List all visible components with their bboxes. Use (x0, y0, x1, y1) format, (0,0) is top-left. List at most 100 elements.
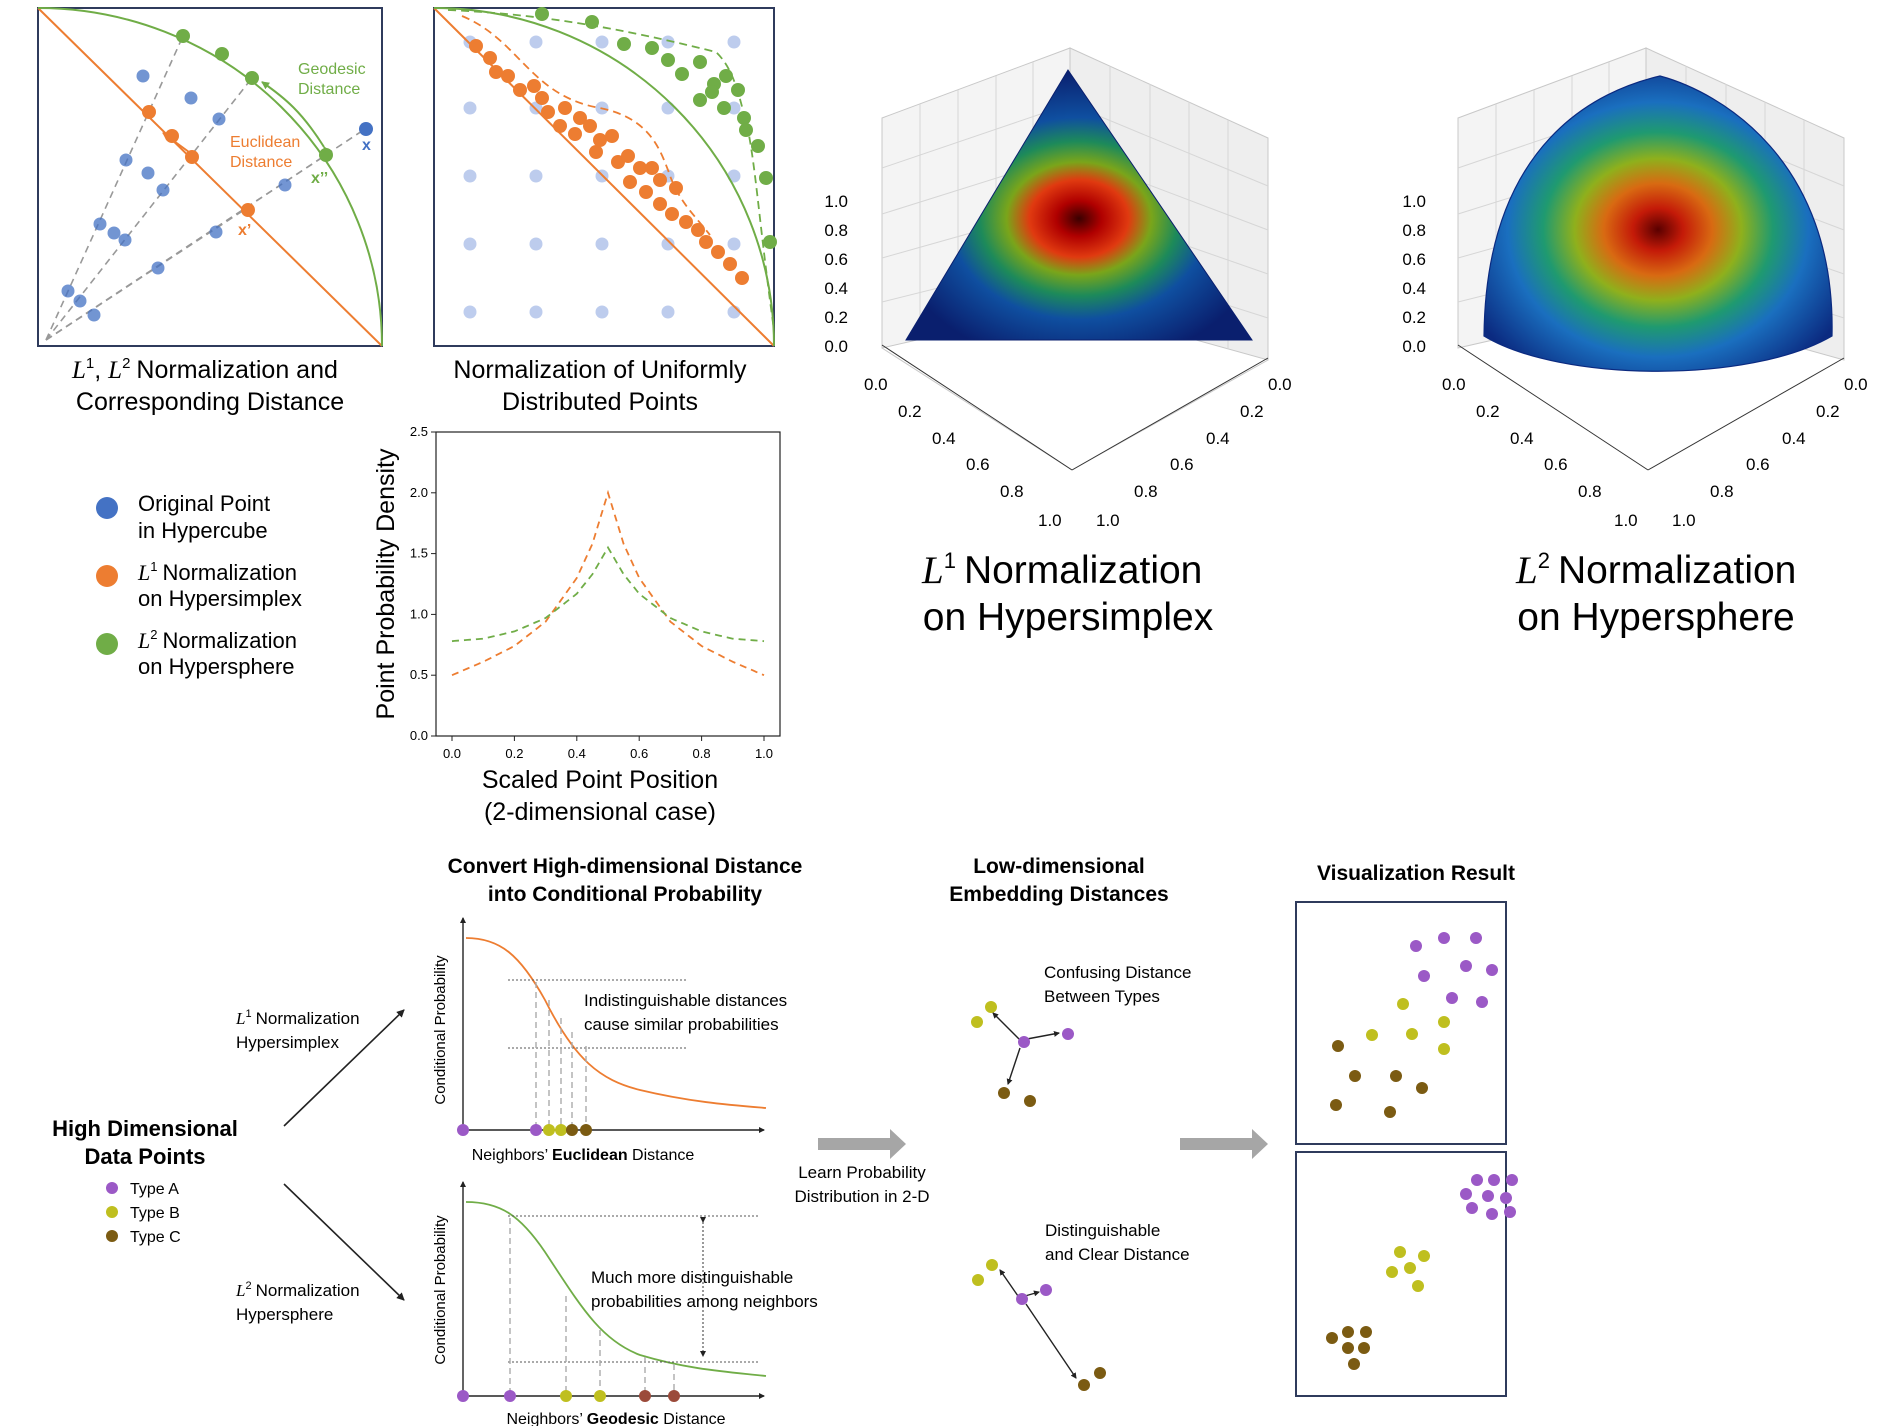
uniform-point (595, 35, 609, 49)
p3r-z-ticks: 1.0 0.8 0.6 0.4 0.2 0.0 (1402, 192, 1426, 356)
type-b-dot (106, 1206, 118, 1218)
y-tick-label: 1.0 (410, 606, 428, 621)
svg-text:0.2: 0.2 (1816, 402, 1840, 421)
result-confusing (1295, 901, 1507, 1145)
l1-simplex-line (37, 7, 383, 347)
svg-text:0.4: 0.4 (1782, 429, 1806, 448)
plot3d-hypersimplex: 1.0 0.8 0.6 0.4 0.2 0.0 0.0 0.2 0.4 0.6 … (824, 47, 1292, 639)
x-tick-label: 0.8 (693, 746, 711, 761)
l1-point (645, 161, 659, 175)
svg-text:0.8: 0.8 (1000, 482, 1024, 501)
p3l-right-ticks: 0.0 0.2 0.4 0.6 0.8 1.0 (1096, 375, 1292, 530)
l1-point (639, 185, 653, 199)
density-xlabel-line1: Scaled Point Position (482, 766, 718, 794)
l1-point (699, 235, 713, 249)
l1-point (653, 173, 667, 187)
svg-text:0.0: 0.0 (1844, 375, 1868, 394)
panel1-frame (37, 7, 383, 347)
svg-text:0.2: 0.2 (1240, 402, 1264, 421)
svg-text:1.0: 1.0 (1614, 511, 1638, 530)
svg-text:0.0: 0.0 (864, 375, 888, 394)
cond-prob-chart-euclidean: Conditional Probability Neighbors’ Eucli… (432, 917, 787, 1164)
x-tick-label: 0.2 (505, 746, 523, 761)
p3r-right-ticks: 0.0 0.2 0.4 0.6 0.8 1.0 (1672, 375, 1868, 530)
panel1-caption-line2: Corresponding Distance (76, 388, 344, 416)
l1-point (541, 105, 555, 119)
clear-embedding: Distinguishable and Clear Distance (972, 1221, 1190, 1391)
panel-uniform-normalization: Normalization of Uniformly Distributed P… (433, 7, 777, 416)
l1-point (633, 161, 647, 175)
x-prime-label: x’ (238, 222, 251, 239)
clear-line2: and Clear Distance (1045, 1245, 1190, 1264)
l1-branch-label-2: Hypersimplex (236, 1033, 339, 1052)
uniform-point (727, 35, 741, 49)
l2-point (585, 15, 599, 29)
svg-text:0.0: 0.0 (824, 337, 848, 356)
low-dim-title-line2: Embedding Distances (949, 883, 1168, 906)
l2-point (661, 53, 675, 67)
hypersimplex-surface (906, 70, 1252, 340)
l2-projected-points (535, 7, 777, 249)
euclidean-label-2: Distance (230, 154, 292, 171)
orange-envelope (461, 15, 711, 236)
l2-point (731, 83, 745, 97)
l1-point (513, 83, 527, 97)
green-envelope (447, 9, 775, 331)
cond-prob-ylabel-bottom: Conditional Probability (432, 1215, 449, 1365)
svg-text:0.2: 0.2 (1402, 308, 1426, 327)
l1-point (593, 133, 607, 147)
vis-title: Visualization Result (1317, 862, 1515, 885)
p2-sphere-arc (433, 7, 775, 347)
svg-text:0.6: 0.6 (966, 455, 990, 474)
hd-title-line2: Data Points (84, 1144, 205, 1169)
l1-point (535, 91, 549, 105)
x-tick-label: 0.4 (568, 746, 586, 761)
point-x (359, 122, 373, 136)
legend-blue-dot (96, 497, 118, 519)
svg-text:1.0: 1.0 (824, 192, 848, 211)
y-tick-label: 0.5 (410, 667, 428, 682)
x-double-prime-label: x’’ (311, 170, 328, 187)
l2-point (675, 67, 689, 81)
density-xlabel-line2: (2-dimensional case) (484, 798, 716, 826)
panel1-points (61, 29, 373, 322)
pipeline: High Dimensional Data Points Type A Type… (52, 855, 1518, 1426)
svg-text:0.4: 0.4 (932, 429, 956, 448)
density-series-orange (451, 489, 765, 677)
svg-text:0.8: 0.8 (1134, 482, 1158, 501)
l2-branch-arrow (283, 1183, 405, 1301)
euclidean-label-1: Euclidean (230, 134, 300, 151)
uniform-point (661, 101, 675, 115)
legend-item-3-line2: on Hypersphere (138, 654, 295, 679)
svg-text:0.8: 0.8 (824, 221, 848, 240)
top-note-line2: cause similar probabilities (584, 1015, 779, 1034)
l1-point (623, 175, 637, 189)
l1-projected-points (469, 39, 749, 285)
legend-item-2-line2: on Hypersimplex (138, 586, 302, 611)
l2-point (763, 235, 777, 249)
x-tick-label: 0.0 (443, 746, 461, 761)
bottom-chart-xlabel: Neighbors’ Geodesic Distance (506, 1411, 725, 1426)
l2-point (739, 123, 753, 137)
l1-point (501, 69, 515, 83)
learn-arrow (818, 1129, 906, 1159)
legend-item-1-line2: in Hypercube (138, 518, 268, 543)
l2-point (719, 69, 733, 83)
uniform-point (529, 169, 543, 183)
l2-point (705, 85, 719, 99)
svg-text:1.0: 1.0 (1672, 511, 1696, 530)
l2-point (693, 93, 707, 107)
bottom-note-line1: Much more distinguishable (591, 1268, 793, 1287)
l1-point (469, 39, 483, 53)
svg-text:1.0: 1.0 (1096, 511, 1120, 530)
l2-branch-label-2: Hypersphere (236, 1305, 333, 1324)
type-a-label: Type A (130, 1181, 179, 1198)
panel2-caption-line2: Distributed Points (502, 388, 698, 416)
l1-point (489, 65, 503, 79)
